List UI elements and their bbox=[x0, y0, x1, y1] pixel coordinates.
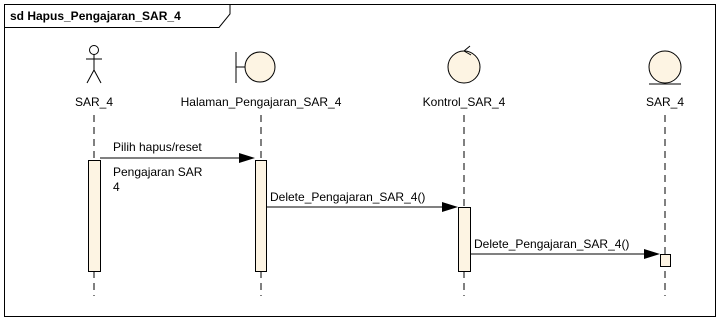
activation-bar bbox=[660, 254, 671, 267]
lifeline-actor-label: SAR_4 bbox=[75, 95, 113, 109]
arrowhead-icon bbox=[644, 249, 660, 259]
lifeline-boundary[interactable]: Halaman_Pengajaran_SAR_4 bbox=[181, 51, 342, 296]
boundary-icon bbox=[235, 51, 276, 83]
control-icon bbox=[447, 45, 481, 84]
message-3-label: Delete_Pengajaran_SAR_4() bbox=[474, 237, 629, 251]
message-2-label: Delete_Pengajaran_SAR_4() bbox=[270, 190, 425, 204]
diagram-frame bbox=[4, 4, 716, 317]
frame-title-tab bbox=[4, 4, 231, 28]
arrowhead-icon bbox=[442, 202, 458, 212]
arrowhead-icon bbox=[239, 153, 255, 163]
message-3[interactable]: Delete_Pengajaran_SAR_4() bbox=[470, 237, 660, 259]
message-1-line-2: Pengajaran SAR bbox=[113, 165, 203, 179]
lifeline-control[interactable]: Kontrol_SAR_4 bbox=[423, 45, 506, 296]
frame-title: sd Hapus_Pengajaran_SAR_4 bbox=[10, 9, 181, 23]
message-1-line-3: 4 bbox=[113, 180, 120, 194]
message-1[interactable]: Pilih hapus/reset Pengajaran SAR 4 bbox=[100, 140, 255, 194]
activation-bar bbox=[255, 160, 267, 272]
lifeline-entity-label: SAR_4 bbox=[646, 95, 684, 109]
activation-bar bbox=[88, 160, 101, 272]
message-1-line-1: Pilih hapus/reset bbox=[113, 140, 202, 154]
lifeline-boundary-label: Halaman_Pengajaran_SAR_4 bbox=[181, 95, 342, 109]
entity-icon bbox=[648, 50, 682, 85]
lifeline-actor[interactable]: SAR_4 bbox=[75, 45, 113, 297]
actor-icon bbox=[86, 45, 102, 84]
lifeline-control-label: Kontrol_SAR_4 bbox=[423, 95, 506, 109]
message-2[interactable]: Delete_Pengajaran_SAR_4() bbox=[266, 190, 458, 212]
message-1-label: Pilih hapus/reset Pengajaran SAR 4 bbox=[113, 140, 206, 194]
activation-bar bbox=[458, 207, 471, 272]
lifeline-entity[interactable]: SAR_4 bbox=[646, 50, 684, 296]
